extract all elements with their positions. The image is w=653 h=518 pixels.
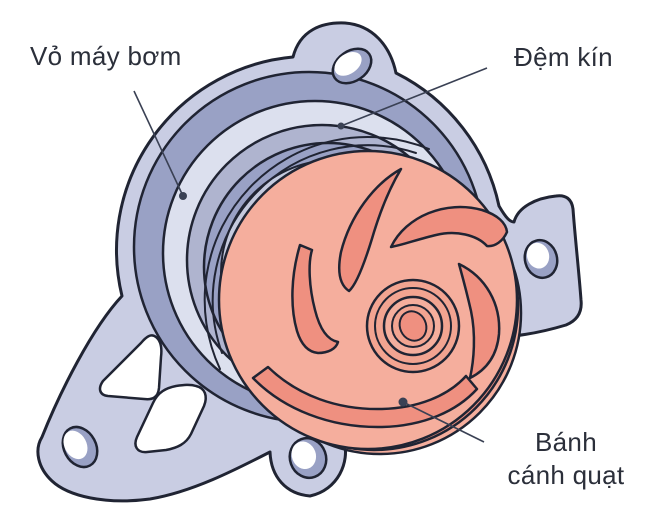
bolt-hole-right-opening: [526, 242, 550, 269]
leader-lines: [133, 67, 488, 443]
label-seal: Đệm kín: [514, 42, 613, 72]
leader-dot-impeller: [398, 397, 408, 407]
leader-line-casing: [133, 90, 184, 197]
hub-outer-ring-line: [374, 287, 452, 365]
leader-dot-seal: [337, 122, 345, 130]
bolt-hole-top: [331, 47, 373, 85]
bracket-cutouts: [98, 334, 207, 454]
hub-shaft-bore: [398, 310, 428, 342]
bracket-cutout-triangle: [98, 334, 163, 401]
seal-rings: [203, 136, 430, 370]
impeller: [217, 149, 523, 456]
label-impeller-line2: cánh quạt: [507, 460, 625, 490]
impeller-hub: [365, 278, 461, 374]
impeller-blade-left: [291, 243, 340, 355]
bracket-cutout-slot: [134, 383, 207, 454]
seal-ring-arc-inner: [211, 144, 417, 354]
impeller-blades: [251, 167, 509, 429]
label-impeller-line1: Bánh: [535, 427, 597, 457]
label-pump-casing: Vỏ máy bơm: [30, 41, 182, 71]
bolt-hole-bracket-opening: [63, 430, 88, 460]
bolt-hole-bottom-opening: [291, 441, 317, 470]
bolt-hole-bracket: [61, 425, 99, 469]
label-impeller: Bánh cánh quạt: [493, 426, 639, 492]
bolt-hole-top-opening: [334, 51, 362, 76]
bolt-hole-right: [523, 238, 559, 280]
leader-line-impeller: [402, 401, 485, 443]
seal-ring-arc-outer: [203, 136, 430, 370]
impeller-blade-right-lower: [457, 262, 501, 380]
bolt-holes: [61, 47, 559, 480]
leader-dot-casing: [179, 192, 187, 200]
leader-line-seal: [340, 67, 488, 127]
impeller-blade-top: [338, 167, 403, 293]
impeller-blade-bottom-band: [251, 365, 479, 429]
bolt-hole-bottom: [288, 436, 328, 480]
impeller-blade-right-upper: [389, 205, 509, 249]
